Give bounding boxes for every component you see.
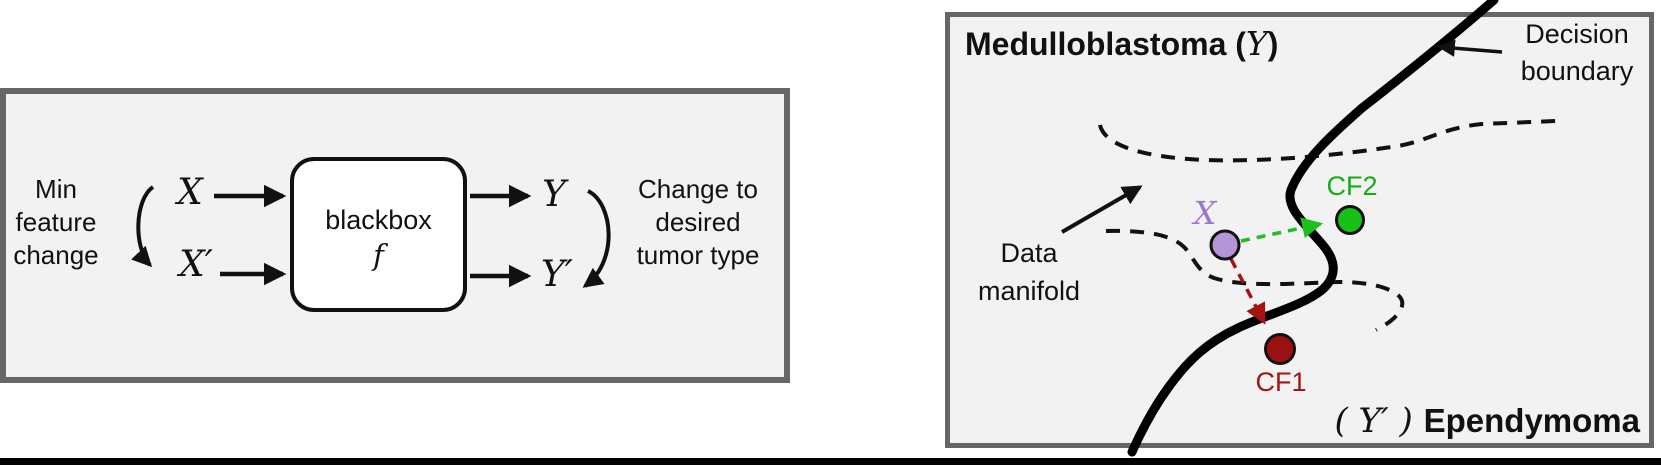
input-x-prime-symbol: X′ <box>179 244 213 285</box>
blackbox-f-symbol: f <box>373 237 384 272</box>
medulloblastoma-class-title: Medulloblastoma (Y) <box>965 24 1278 63</box>
close-paren: ) <box>1267 26 1279 62</box>
blackbox-model-box: blackbox f <box>290 157 467 312</box>
medulloblastoma-name: Medulloblastoma <box>965 26 1236 62</box>
min-feature-change-label: Min feature change <box>13 174 99 270</box>
blackbox-label: blackbox <box>325 204 432 235</box>
cf1-label: CF1 <box>1255 367 1307 397</box>
y-class-symbol: Y <box>1245 24 1268 63</box>
y-prime-class-symbol: Y′ <box>1358 401 1389 441</box>
output-y-prime-symbol: Y′ <box>541 254 573 295</box>
ependymoma-name: Ependymoma <box>1423 402 1640 439</box>
output-y-symbol: Y <box>542 174 566 215</box>
decision-boundary-label: Decision boundary <box>1520 19 1634 86</box>
close-paren: ) <box>1388 401 1424 441</box>
open-paren-y-prime: ( Y′ ) <box>1334 401 1423 441</box>
page-divider-rule <box>0 458 1661 465</box>
cf2-label: CF2 <box>1326 171 1378 201</box>
open-paren: ( <box>1235 26 1246 62</box>
input-x-symbol: X <box>177 172 203 213</box>
data-manifold-label: Data manifold <box>977 238 1081 306</box>
query-x-symbol: X <box>1193 194 1217 232</box>
open-paren: ( <box>1334 401 1359 441</box>
ependymoma-class-title: ( Y′ ) Ependymoma <box>1334 401 1640 441</box>
change-to-desired-tumor-type-label: Change to desired tumor type <box>636 174 760 270</box>
